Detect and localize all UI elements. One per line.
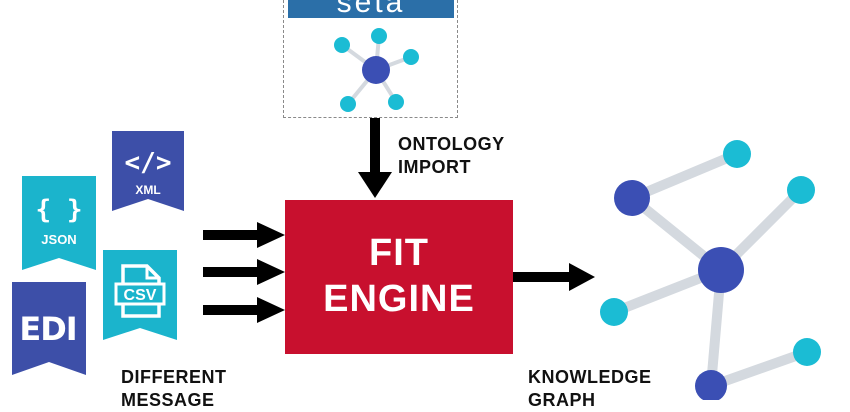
csv-file-icon: CSV	[103, 250, 177, 340]
knowledge-graph-label: KNOWLEDGE GRAPH	[528, 367, 652, 410]
csv-caption: CSV	[124, 287, 157, 304]
fit-engine-box: FIT ENGINE	[285, 200, 513, 354]
knowledge-graph-icon	[600, 140, 821, 400]
ontology-import-arrow	[358, 118, 392, 198]
ontology-import-label: ONTOLOGY IMPORT	[398, 134, 505, 177]
json-file-icon: { } JSON	[22, 176, 96, 270]
xml-glyph: </>	[125, 148, 172, 178]
edi-caption: EDI	[19, 310, 76, 348]
edi-file-icon: EDI	[12, 282, 86, 375]
input-arrows	[203, 222, 285, 323]
seta-logo-banner: seta	[288, 0, 454, 18]
json-caption: JSON	[41, 232, 76, 247]
json-glyph: { }	[36, 195, 83, 225]
xml-caption: XML	[135, 183, 160, 197]
ontology-hub-icon	[334, 28, 419, 112]
output-arrow	[513, 263, 595, 291]
xml-file-icon: </> XML	[112, 131, 184, 211]
seta-logo-text: seta	[336, 0, 406, 18]
engine-line-2: ENGINE	[323, 278, 475, 320]
seta-ontology-panel	[283, 0, 458, 118]
engine-line-1: FIT	[369, 232, 429, 274]
different-message-label: DIFFERENT MESSAGE	[121, 367, 227, 410]
